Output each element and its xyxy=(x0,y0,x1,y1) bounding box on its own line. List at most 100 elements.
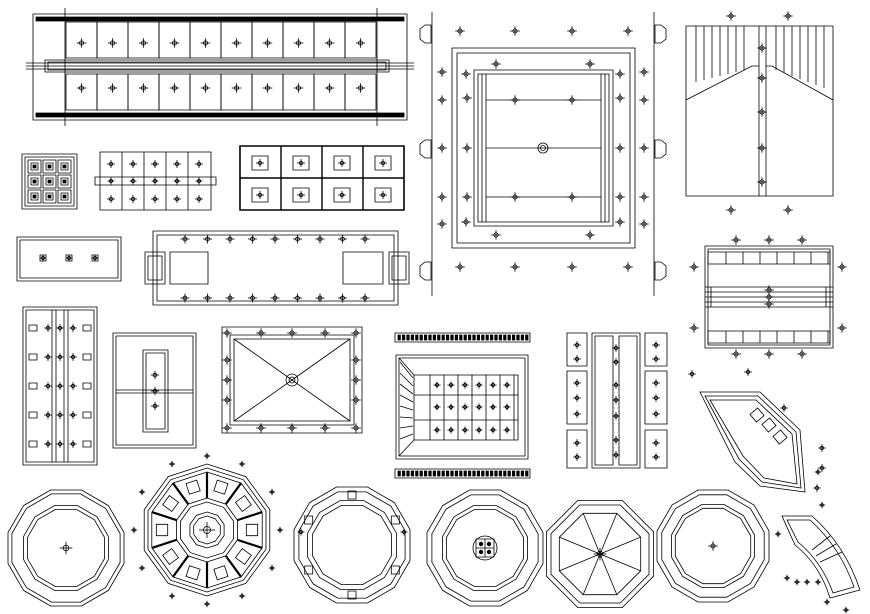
light-fixture xyxy=(338,235,347,244)
light-fixture xyxy=(462,192,472,202)
light-fixture xyxy=(475,403,482,410)
light-fixture xyxy=(612,436,620,444)
light-fixture xyxy=(573,453,581,461)
light-fixture xyxy=(489,426,496,433)
panel xyxy=(645,430,667,468)
light-fixture xyxy=(843,607,849,613)
light-fixture xyxy=(573,439,581,447)
light-fixture xyxy=(652,379,660,387)
light-fixture xyxy=(204,601,210,607)
light-fixture xyxy=(639,219,649,229)
light-fixture xyxy=(203,235,212,244)
panel-inner xyxy=(252,156,268,170)
coffer-3x3 xyxy=(22,154,77,209)
light-fixture xyxy=(573,341,581,349)
wall-light xyxy=(29,354,37,360)
light-fixture xyxy=(433,426,440,433)
light-fixture xyxy=(639,192,649,202)
octagon-coffered-ceiling xyxy=(144,464,270,596)
curved-fragment-ceiling xyxy=(782,516,860,598)
light-fixture xyxy=(222,355,232,365)
coffer-cell xyxy=(58,160,71,173)
light-fixture xyxy=(447,403,454,410)
light-fixture xyxy=(462,143,472,153)
tile-grid-ceiling xyxy=(95,152,216,210)
light-fixture xyxy=(731,349,741,359)
light-fixture xyxy=(256,328,266,338)
panel-inner xyxy=(252,188,268,202)
light-fixture xyxy=(775,531,781,537)
light-fixture xyxy=(131,527,137,533)
light-fixture xyxy=(815,469,821,475)
light-fixture xyxy=(263,38,273,48)
light-fixture xyxy=(170,83,180,93)
panel-inner xyxy=(293,188,309,202)
corridor-ceiling-plan xyxy=(26,8,414,126)
light-fixture xyxy=(195,160,203,168)
light-fixture xyxy=(316,294,325,303)
light-fixture xyxy=(69,411,77,419)
wall-light xyxy=(29,412,37,418)
light-fixture xyxy=(222,423,232,433)
light-fixture xyxy=(56,440,64,448)
light-fixture xyxy=(139,83,149,93)
light-fixture xyxy=(573,379,581,387)
eight-panel-ceiling xyxy=(240,146,404,210)
light-fixture xyxy=(69,440,77,448)
light-fixture xyxy=(652,439,660,447)
light-fixture xyxy=(815,579,821,585)
ceiling-panel xyxy=(345,74,376,110)
light-fixture xyxy=(688,370,696,378)
coffer-cell xyxy=(43,190,56,203)
light-fixture xyxy=(151,371,159,379)
light-fixture xyxy=(744,368,752,376)
light-fixture xyxy=(203,294,212,303)
light-fixture xyxy=(461,381,468,388)
light-fixture xyxy=(510,95,520,105)
light-fixture xyxy=(824,599,830,605)
light-fixture xyxy=(320,423,330,433)
light-fixture xyxy=(689,262,699,272)
light-fixture xyxy=(256,191,264,199)
light-fixture xyxy=(461,426,468,433)
light-fixture xyxy=(447,426,454,433)
light-fixture xyxy=(170,38,180,48)
wall-light xyxy=(29,325,37,331)
light-fixture xyxy=(503,403,510,410)
wall-light xyxy=(83,441,91,447)
square-ceiling-with-perimeter-lights xyxy=(420,12,666,296)
hall-ceiling-with-end-bays xyxy=(145,231,409,305)
light-fixture xyxy=(351,328,361,338)
light-fixture xyxy=(287,423,297,433)
light-fixture xyxy=(461,217,471,227)
light-fixture xyxy=(708,541,718,551)
panel-center xyxy=(592,333,640,468)
light-fixture xyxy=(232,83,242,93)
light-fixture xyxy=(316,235,325,244)
light-fixture xyxy=(573,394,581,402)
light-fixture xyxy=(819,502,825,508)
panel xyxy=(567,333,587,366)
light-fixture xyxy=(69,324,77,332)
light-fixture xyxy=(173,177,180,184)
light-fixture xyxy=(612,396,620,404)
light-fixture xyxy=(475,426,482,433)
panel-inner xyxy=(293,156,309,170)
ceiling-panel xyxy=(345,22,376,58)
light-fixture xyxy=(108,83,118,93)
octagonal-ceilings xyxy=(8,464,769,608)
light-fixture xyxy=(503,381,510,388)
light-fixture xyxy=(731,235,741,245)
light-fixture xyxy=(433,381,440,388)
light-fixture xyxy=(780,404,788,412)
coffer-cell xyxy=(58,190,71,203)
light-fixture xyxy=(151,195,159,203)
light-fixture xyxy=(615,93,625,103)
light-fixture xyxy=(108,38,118,48)
light-fixture xyxy=(615,217,625,227)
light-fixture xyxy=(437,143,447,153)
light-fixture xyxy=(757,143,767,153)
light-fixture xyxy=(77,83,87,93)
